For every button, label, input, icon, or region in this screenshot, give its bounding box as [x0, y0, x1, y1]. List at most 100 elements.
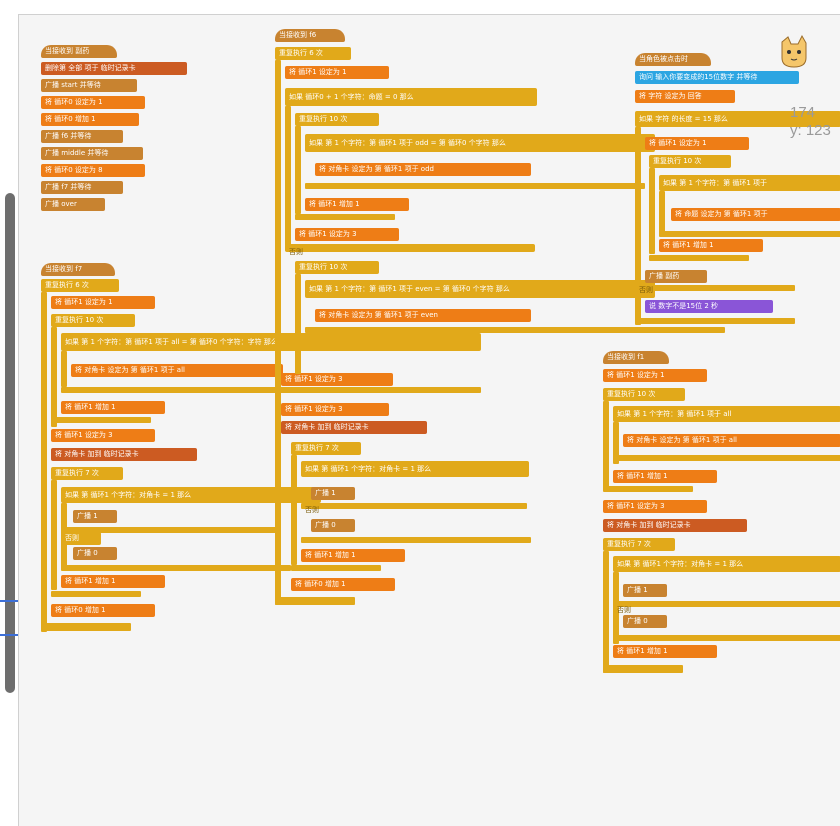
set-odd-f6[interactable]: 将 对角卡 设定为 第 循环1 项于 odd — [315, 163, 531, 176]
say-block[interactable]: 说 数字不是15位 2 秒 — [645, 300, 773, 313]
hat-label: 当接收到 f1 — [607, 353, 645, 361]
inc-loop1b-f1[interactable]: 将 循环1 增加 1 — [613, 645, 717, 658]
delete-all-block[interactable]: 删除第 全部 项于 临时记录卡 — [41, 62, 187, 75]
if-cond2-block[interactable]: 如果 第 循环1 个字符：对角卡 = 1 那么 — [61, 487, 321, 503]
inc-loop0-f6[interactable]: 将 循环0 增加 1 — [291, 578, 395, 591]
repeat-10-sprite[interactable]: 重复执行 10 次 — [649, 155, 731, 168]
broadcast-over-block[interactable]: 广播 over — [41, 198, 105, 211]
block-label: 将 循环1 设定为 3 — [55, 431, 113, 439]
set-loop1-3-block[interactable]: 将 循环1 设定为 3 — [281, 373, 393, 386]
broadcast-f6-block[interactable]: 广播 f6 并等待 — [41, 130, 123, 143]
hat-when-sprite-clicked[interactable]: 当角色被点击时 — [635, 53, 711, 66]
repeat-10-sprite-arm — [649, 168, 655, 254]
block-label: 询问 输入你要变成的15位数字 并等待 — [639, 73, 758, 81]
scripts-area[interactable]: 当接收到 副药 删除第 全部 项于 临时记录卡 广播 start 并等待 将 循… — [18, 14, 840, 826]
repeat-6-block[interactable]: 重复执行 6 次 — [41, 279, 119, 292]
block-label: 将 循环0 设定为 1 — [45, 98, 103, 106]
broadcast-middle-block[interactable]: 广播 middle 并等待 — [41, 147, 143, 160]
add-to-list-f1[interactable]: 将 对角卡 加到 临时记录卡 — [603, 519, 747, 532]
broadcast-0-block[interactable]: 广播 0 — [73, 547, 117, 560]
repeat-10-f6[interactable]: 重复执行 10 次 — [295, 113, 379, 126]
block-label: 重复执行 10 次 — [55, 316, 104, 324]
block-label: 将 循环1 增加 1 — [305, 551, 356, 559]
inc-loop0-block[interactable]: 将 循环0 增加 1 — [51, 604, 155, 617]
if-cond-f6[interactable]: 如果 循环0 + 1 个字符：命题 = 0 那么 — [285, 88, 537, 106]
block-label: 将 循环0 增加 1 — [55, 606, 106, 614]
block-label: 重复执行 6 次 — [45, 281, 89, 289]
block-label: 重复执行 10 次 — [607, 390, 656, 398]
add-to-list-block[interactable]: 将 对角卡 加到 临时记录卡 — [51, 448, 197, 461]
add-to-list-f6[interactable]: 将 对角卡 加到 临时记录卡 — [281, 421, 427, 434]
set-loop0-8-block[interactable]: 将 循环0 设定为 8 — [41, 164, 145, 177]
repeat-7-f1-bottom — [603, 665, 683, 673]
inc-loop1-f6[interactable]: 将 循环1 增加 1 — [305, 198, 409, 211]
repeat-6-f6[interactable]: 重复执行 6 次 — [275, 47, 351, 60]
broadcast-start-block[interactable]: 广播 start 并等待 — [41, 79, 137, 92]
block-label: 重复执行 7 次 — [607, 540, 651, 548]
hat-when-receive-f6[interactable]: 当接收到 f6 — [275, 29, 345, 42]
block-label: 否则 — [65, 534, 79, 542]
set-all-f1[interactable]: 将 对角卡 设定为 第 循环1 项于 all — [623, 434, 840, 447]
repeat-7-f6-bottom — [291, 565, 381, 571]
if-length-block[interactable]: 如果 字符 的长度 = 15 那么 — [635, 111, 840, 127]
if2-f1-arm — [613, 572, 619, 644]
if-all-f1[interactable]: 如果 第 1 个字符：第 循环1 项于 all — [613, 406, 840, 422]
set-loop1-f1[interactable]: 将 循环1 设定为 1 — [603, 369, 707, 382]
block-label: 将 对角卡 设定为 第 循环1 项于 all — [75, 366, 185, 374]
set-answer-block[interactable]: 将 对角卡 设定为 第 循环1 项于 all — [71, 364, 283, 377]
hat-label: 当接收到 f7 — [45, 265, 83, 273]
repeat-7-f6[interactable]: 重复执行 7 次 — [291, 442, 361, 455]
hat-when-receive-f7[interactable]: 当接收到 f7 — [41, 263, 115, 276]
broadcast-1-block[interactable]: 广播 1 — [73, 510, 117, 523]
broadcast-1-f1[interactable]: 广播 1 — [623, 584, 667, 597]
broadcast-1-f6[interactable]: 广播 1 — [311, 487, 355, 500]
broadcast-0-f6[interactable]: 广播 0 — [311, 519, 355, 532]
hat-when-receive-f1[interactable]: 当接收到 f1 — [603, 351, 669, 364]
coordinate-readout: 174 y: 123 — [790, 104, 831, 140]
block-label: 如果 第 1 个字符：第 循环1 项于 odd = 第 循环0 个字符 那么 — [309, 139, 506, 147]
set-loop1-f6[interactable]: 将 循环1 设定为 1 — [285, 66, 389, 79]
set-loop1-block[interactable]: 将 循环1 设定为 1 — [51, 296, 155, 309]
inc-loop1-sprite[interactable]: 将 循环1 增加 1 — [659, 239, 763, 252]
inc-loop1-f1[interactable]: 将 循环1 增加 1 — [613, 470, 717, 483]
vertical-scrollbar[interactable] — [5, 193, 15, 693]
block-label: 如果 第 1 个字符：第 循环1 项于 all = 第 循环0 个字符：字符 那… — [65, 338, 278, 346]
inc-loop0-block[interactable]: 将 循环0 增加 1 — [41, 113, 139, 126]
if-odd-f6[interactable]: 如果 第 1 个字符：第 循环1 项于 odd = 第 循环0 个字符 那么 — [305, 134, 655, 152]
if2-f1-mid — [613, 601, 840, 607]
inc-loop1-block[interactable]: 将 循环1 增加 1 — [61, 401, 165, 414]
inc-loop1b-block[interactable]: 将 循环1 增加 1 — [61, 575, 165, 588]
ask-and-wait-block[interactable]: 询问 输入你要变成的15位数字 并等待 — [635, 71, 799, 84]
if-block[interactable]: 如果 第 1 个字符：第 循环1 项于 all = 第 循环0 个字符：字符 那… — [61, 333, 481, 351]
set-answer-sprite[interactable]: 将 命题 设定为 第 循环1 项于 — [671, 208, 840, 221]
set-loop0-block[interactable]: 将 循环0 设定为 1 — [41, 96, 145, 109]
if-even-f6[interactable]: 如果 第 1 个字符：第 循环1 项于 even = 第 循环0 个字符 那么 — [305, 280, 655, 298]
repeat-10-block[interactable]: 重复执行 10 次 — [51, 314, 135, 327]
broadcast-f7-block[interactable]: 广播 f7 并等待 — [41, 181, 123, 194]
set-loop1-3-f1[interactable]: 将 循环1 设定为 3 — [603, 500, 707, 513]
block-label: 将 循环1 设定为 3 — [607, 502, 665, 510]
set-loop1-3b-block[interactable]: 将 循环1 设定为 3 — [51, 429, 155, 442]
if-cond2-f6[interactable]: 如果 第 循环1 个字符：对角卡 = 1 那么 — [301, 461, 529, 477]
repeat-7-block[interactable]: 重复执行 7 次 — [51, 467, 123, 480]
repeat-10-f1[interactable]: 重复执行 10 次 — [603, 388, 685, 401]
inc-loop1c-f6[interactable]: 将 循环1 增加 1 — [301, 549, 405, 562]
else-label-f6: 否则 — [285, 246, 325, 259]
block-label: 广播 0 — [315, 521, 336, 529]
set-loop1-sprite[interactable]: 将 循环1 设定为 1 — [645, 137, 749, 150]
set-even-f6[interactable]: 将 对角卡 设定为 第 循环1 项于 even — [315, 309, 531, 322]
block-label: 重复执行 7 次 — [295, 444, 339, 452]
set-string-block[interactable]: 将 字符 设定为 回答 — [635, 90, 735, 103]
repeat-10b-f6[interactable]: 重复执行 10 次 — [295, 261, 379, 274]
broadcast-0-f1[interactable]: 广播 0 — [623, 615, 667, 628]
repeat-7-f1[interactable]: 重复执行 7 次 — [603, 538, 675, 551]
set-loop1-3b-f6[interactable]: 将 循环1 设定为 3 — [281, 403, 389, 416]
block-label: 广播 middle 并等待 — [45, 149, 109, 157]
broadcast-main-sprite[interactable]: 广播 副药 — [645, 270, 707, 283]
repeat-6-f6-arm — [275, 60, 281, 605]
if-cmp-sprite[interactable]: 如果 第 1 个字符：第 循环1 项于 — [659, 175, 840, 191]
sprite-cat-icon[interactable] — [776, 34, 812, 70]
hat-when-receive-main[interactable]: 当接收到 副药 — [41, 45, 117, 58]
set-loop1-3-f6[interactable]: 将 循环1 设定为 3 — [295, 228, 399, 241]
if-cond2-f1[interactable]: 如果 第 循环1 个字符：对角卡 = 1 那么 — [613, 556, 840, 572]
